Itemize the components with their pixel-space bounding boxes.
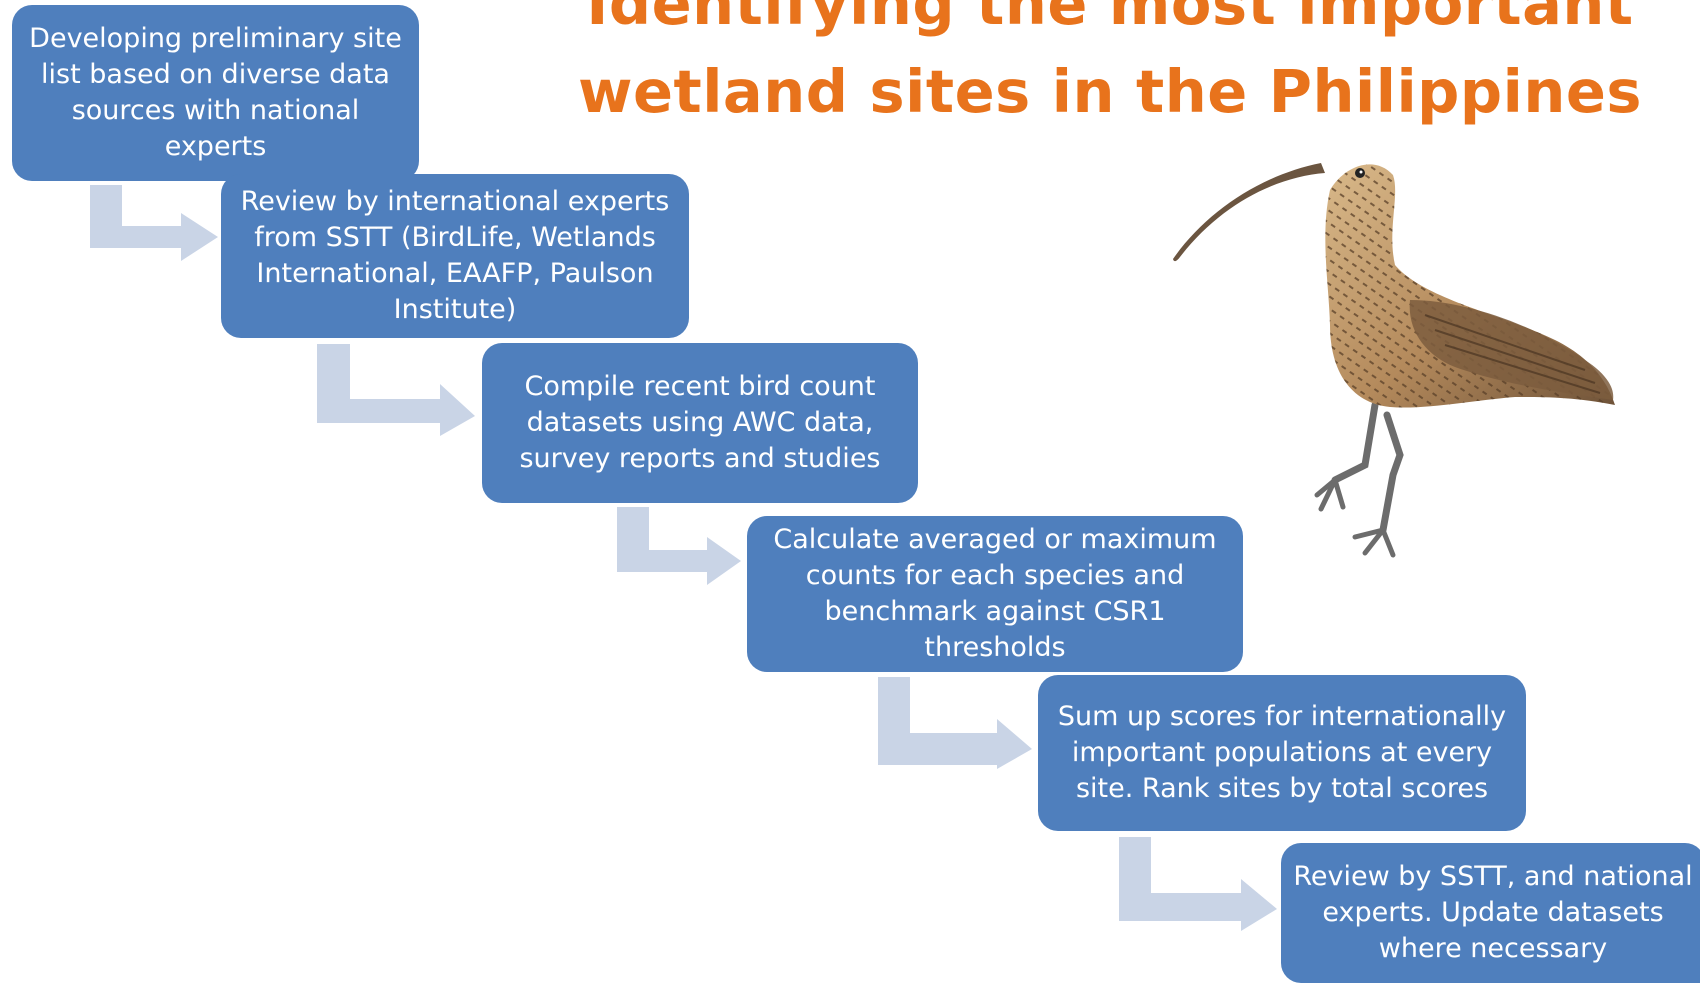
step-2-text: Review by international experts from SST… — [240, 186, 670, 325]
connector-arrow-4 — [878, 677, 1032, 769]
connector-arrow-1 — [90, 185, 218, 261]
step-6-box: Review by SSTT, and national experts. Up… — [1281, 843, 1700, 983]
title-line-1: Identifying the most important — [586, 0, 1634, 38]
title-line-2: wetland sites in the Philippines — [577, 57, 1643, 126]
diagram-title: Identifying the most important wetland s… — [560, 0, 1660, 136]
step-3-box: Compile recent bird count datasets using… — [482, 343, 918, 503]
step-6-text: Review by SSTT, and national experts. Up… — [1293, 861, 1693, 964]
connector-arrow-3 — [617, 507, 741, 585]
step-2-box: Review by international experts from SST… — [221, 174, 689, 338]
step-4-text: Calculate averaged or maximum counts for… — [773, 524, 1217, 663]
connector-arrow-2 — [317, 344, 475, 436]
step-1-box: Developing preliminary site list based o… — [12, 5, 419, 181]
step-4-box: Calculate averaged or maximum counts for… — [747, 516, 1243, 672]
step-5-text: Sum up scores for internationally import… — [1057, 701, 1507, 804]
connector-arrow-5 — [1119, 837, 1277, 931]
step-1-text: Developing preliminary site list based o… — [29, 23, 402, 162]
step-5-box: Sum up scores for internationally import… — [1038, 675, 1526, 831]
curlew-bird-illustration — [1173, 163, 1615, 558]
step-3-text: Compile recent bird count datasets using… — [519, 371, 881, 474]
